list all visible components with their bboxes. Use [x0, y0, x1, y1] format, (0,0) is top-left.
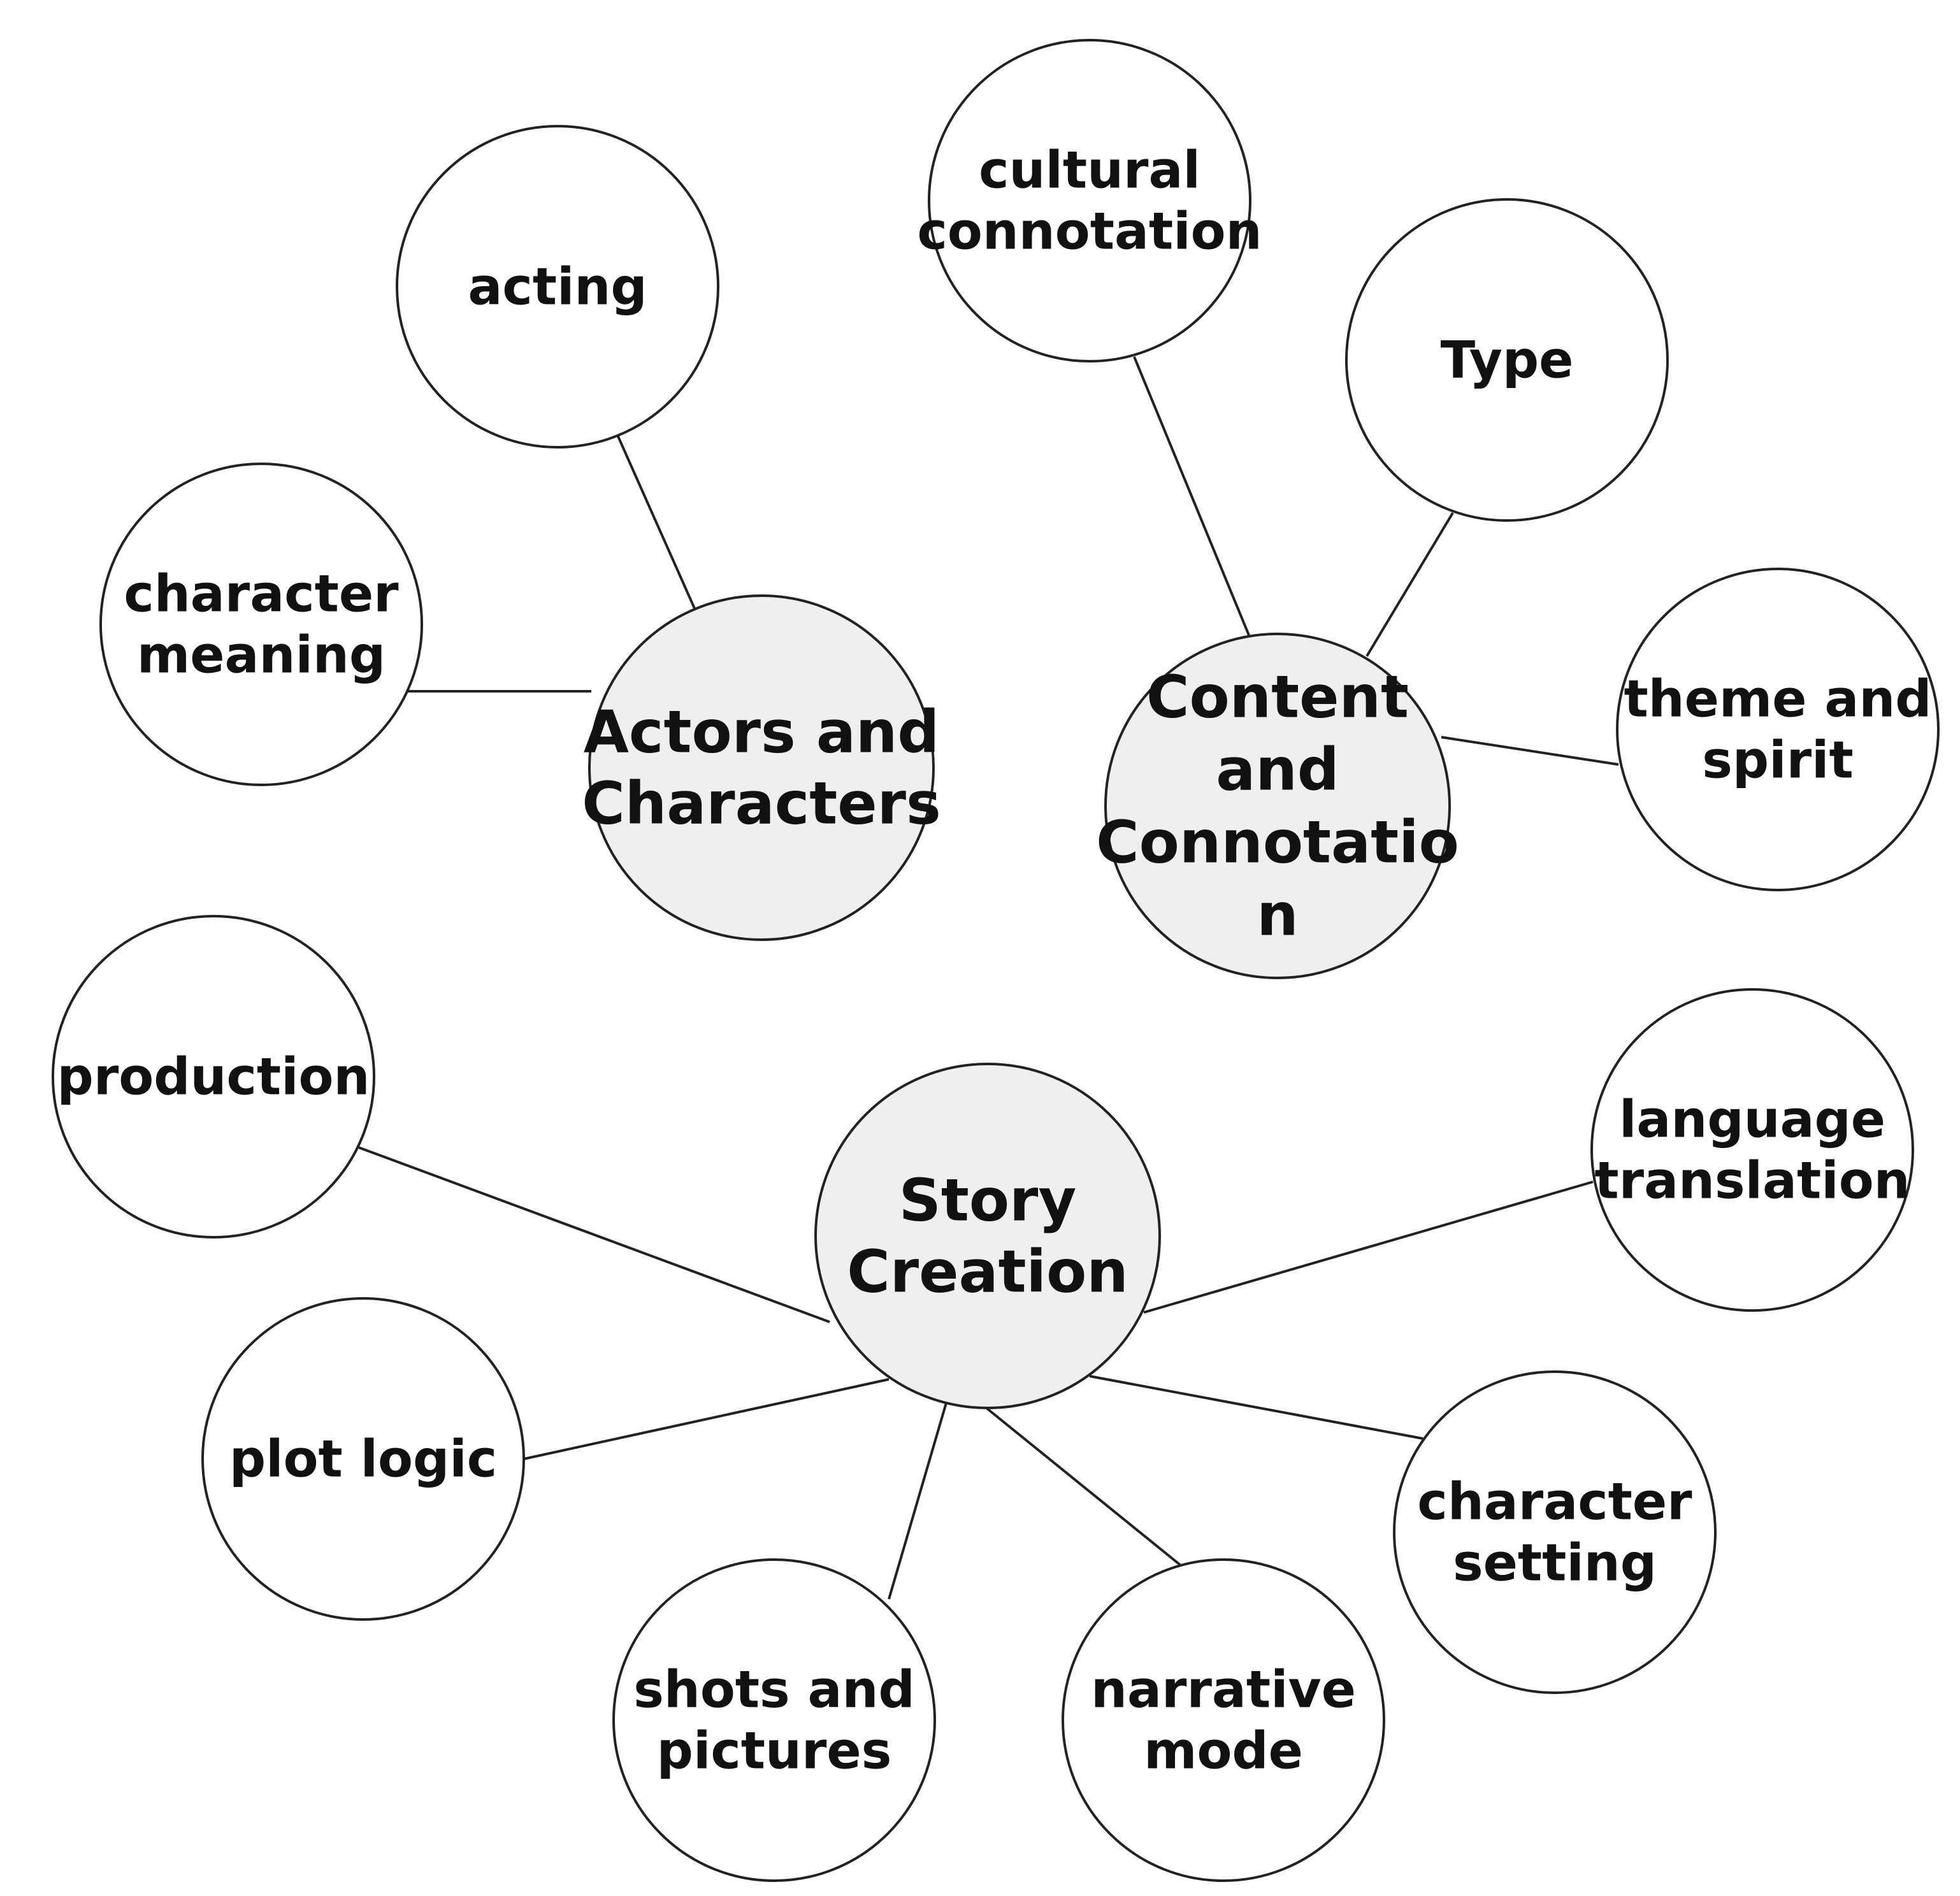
leaf-label-production-line-1: production	[57, 1047, 370, 1107]
edge-story-narrative	[985, 1407, 1182, 1567]
leaf-label-cultural-connotation-line-2: connotation	[917, 202, 1262, 261]
leaf-node-acting: acting	[396, 125, 719, 449]
edge-story-plot-logic	[523, 1378, 890, 1460]
leaf-circle-narrative-mode	[1062, 1558, 1385, 1882]
leaf-circle-character-setting	[1393, 1370, 1717, 1694]
hub-label-actors-line-2: Characters	[582, 770, 941, 838]
edge-story-shots	[888, 1402, 948, 1600]
leaf-label-type-line-1: Type	[1441, 331, 1574, 390]
leaf-label-narrative-mode-line-2: mode	[1144, 1721, 1303, 1781]
edge-story-character-setting	[1089, 1375, 1423, 1440]
leaf-label-language-translation-line-2: translation	[1594, 1151, 1910, 1210]
connector-lines	[356, 356, 1619, 1600]
leaf-label-character-meaning-line-1: character	[124, 564, 399, 624]
hub-label-story-line-2: Creation	[847, 1238, 1128, 1306]
leaf-label-character-setting-line-1: character	[1417, 1472, 1692, 1532]
edge-story-language	[1143, 1181, 1594, 1314]
leaf-circle-cultural-connotation	[928, 39, 1251, 363]
leaf-circle-language-translation	[1590, 988, 1914, 1312]
hub-circle-story	[814, 1063, 1161, 1409]
node-circles: actingcharactermeaningculturalconnotatio…	[52, 39, 1940, 1882]
leaf-circle-character-meaning	[99, 463, 423, 786]
edge-content-type	[1366, 512, 1454, 657]
hub-label-content-line-2: and	[1216, 736, 1339, 804]
leaf-label-shots-and-pictures-line-2: pictures	[657, 1721, 892, 1781]
leaf-label-narrative-mode-line-1: narrative	[1091, 1660, 1356, 1720]
leaf-label-plot-logic-line-1: plot logic	[229, 1430, 497, 1489]
leaf-label-character-setting-line-2: setting	[1453, 1533, 1657, 1593]
hub-label-actors-line-1: Actors and	[584, 698, 940, 766]
leaf-label-language-translation-line-1: language	[1619, 1090, 1885, 1149]
leaf-label-shots-and-pictures-line-1: shots and	[633, 1660, 914, 1720]
leaf-circle-plot-logic	[201, 1297, 525, 1621]
leaf-label-theme-and-spirit-line-2: spirit	[1702, 731, 1853, 790]
leaf-circle-production	[52, 915, 375, 1239]
hub-label-content-line-1: Content	[1146, 663, 1409, 731]
leaf-label-acting-line-1: acting	[468, 257, 647, 317]
hub-circle-content	[1104, 633, 1451, 979]
edge-story-production	[356, 1146, 830, 1323]
edge-content-theme	[1441, 736, 1619, 766]
leaf-circle-acting	[396, 125, 719, 449]
leaf-node-type: Type	[1345, 198, 1669, 522]
hub-circle-actors	[588, 594, 935, 941]
leaf-label-cultural-connotation-line-1: cultural	[979, 141, 1200, 200]
leaf-node-production: production	[52, 915, 375, 1239]
leaf-label-character-meaning-line-2: meaning	[137, 626, 386, 685]
edge-content-cultural	[1133, 356, 1250, 636]
leaf-circle-theme-and-spirit	[1616, 568, 1940, 891]
leaf-label-theme-and-spirit-line-1: theme and	[1624, 670, 1931, 729]
leaf-circle-type	[1345, 198, 1669, 522]
hub-label-story-line-1: Story	[899, 1167, 1077, 1235]
leaf-circle-shots-and-pictures	[612, 1558, 936, 1882]
hub-label-content-line-3: Connotatio	[1096, 808, 1459, 877]
hub-label-content-line-4: n	[1257, 881, 1299, 949]
edge-actors-acting	[617, 436, 696, 609]
leaf-node-plot-logic: plot logic	[201, 1297, 525, 1621]
